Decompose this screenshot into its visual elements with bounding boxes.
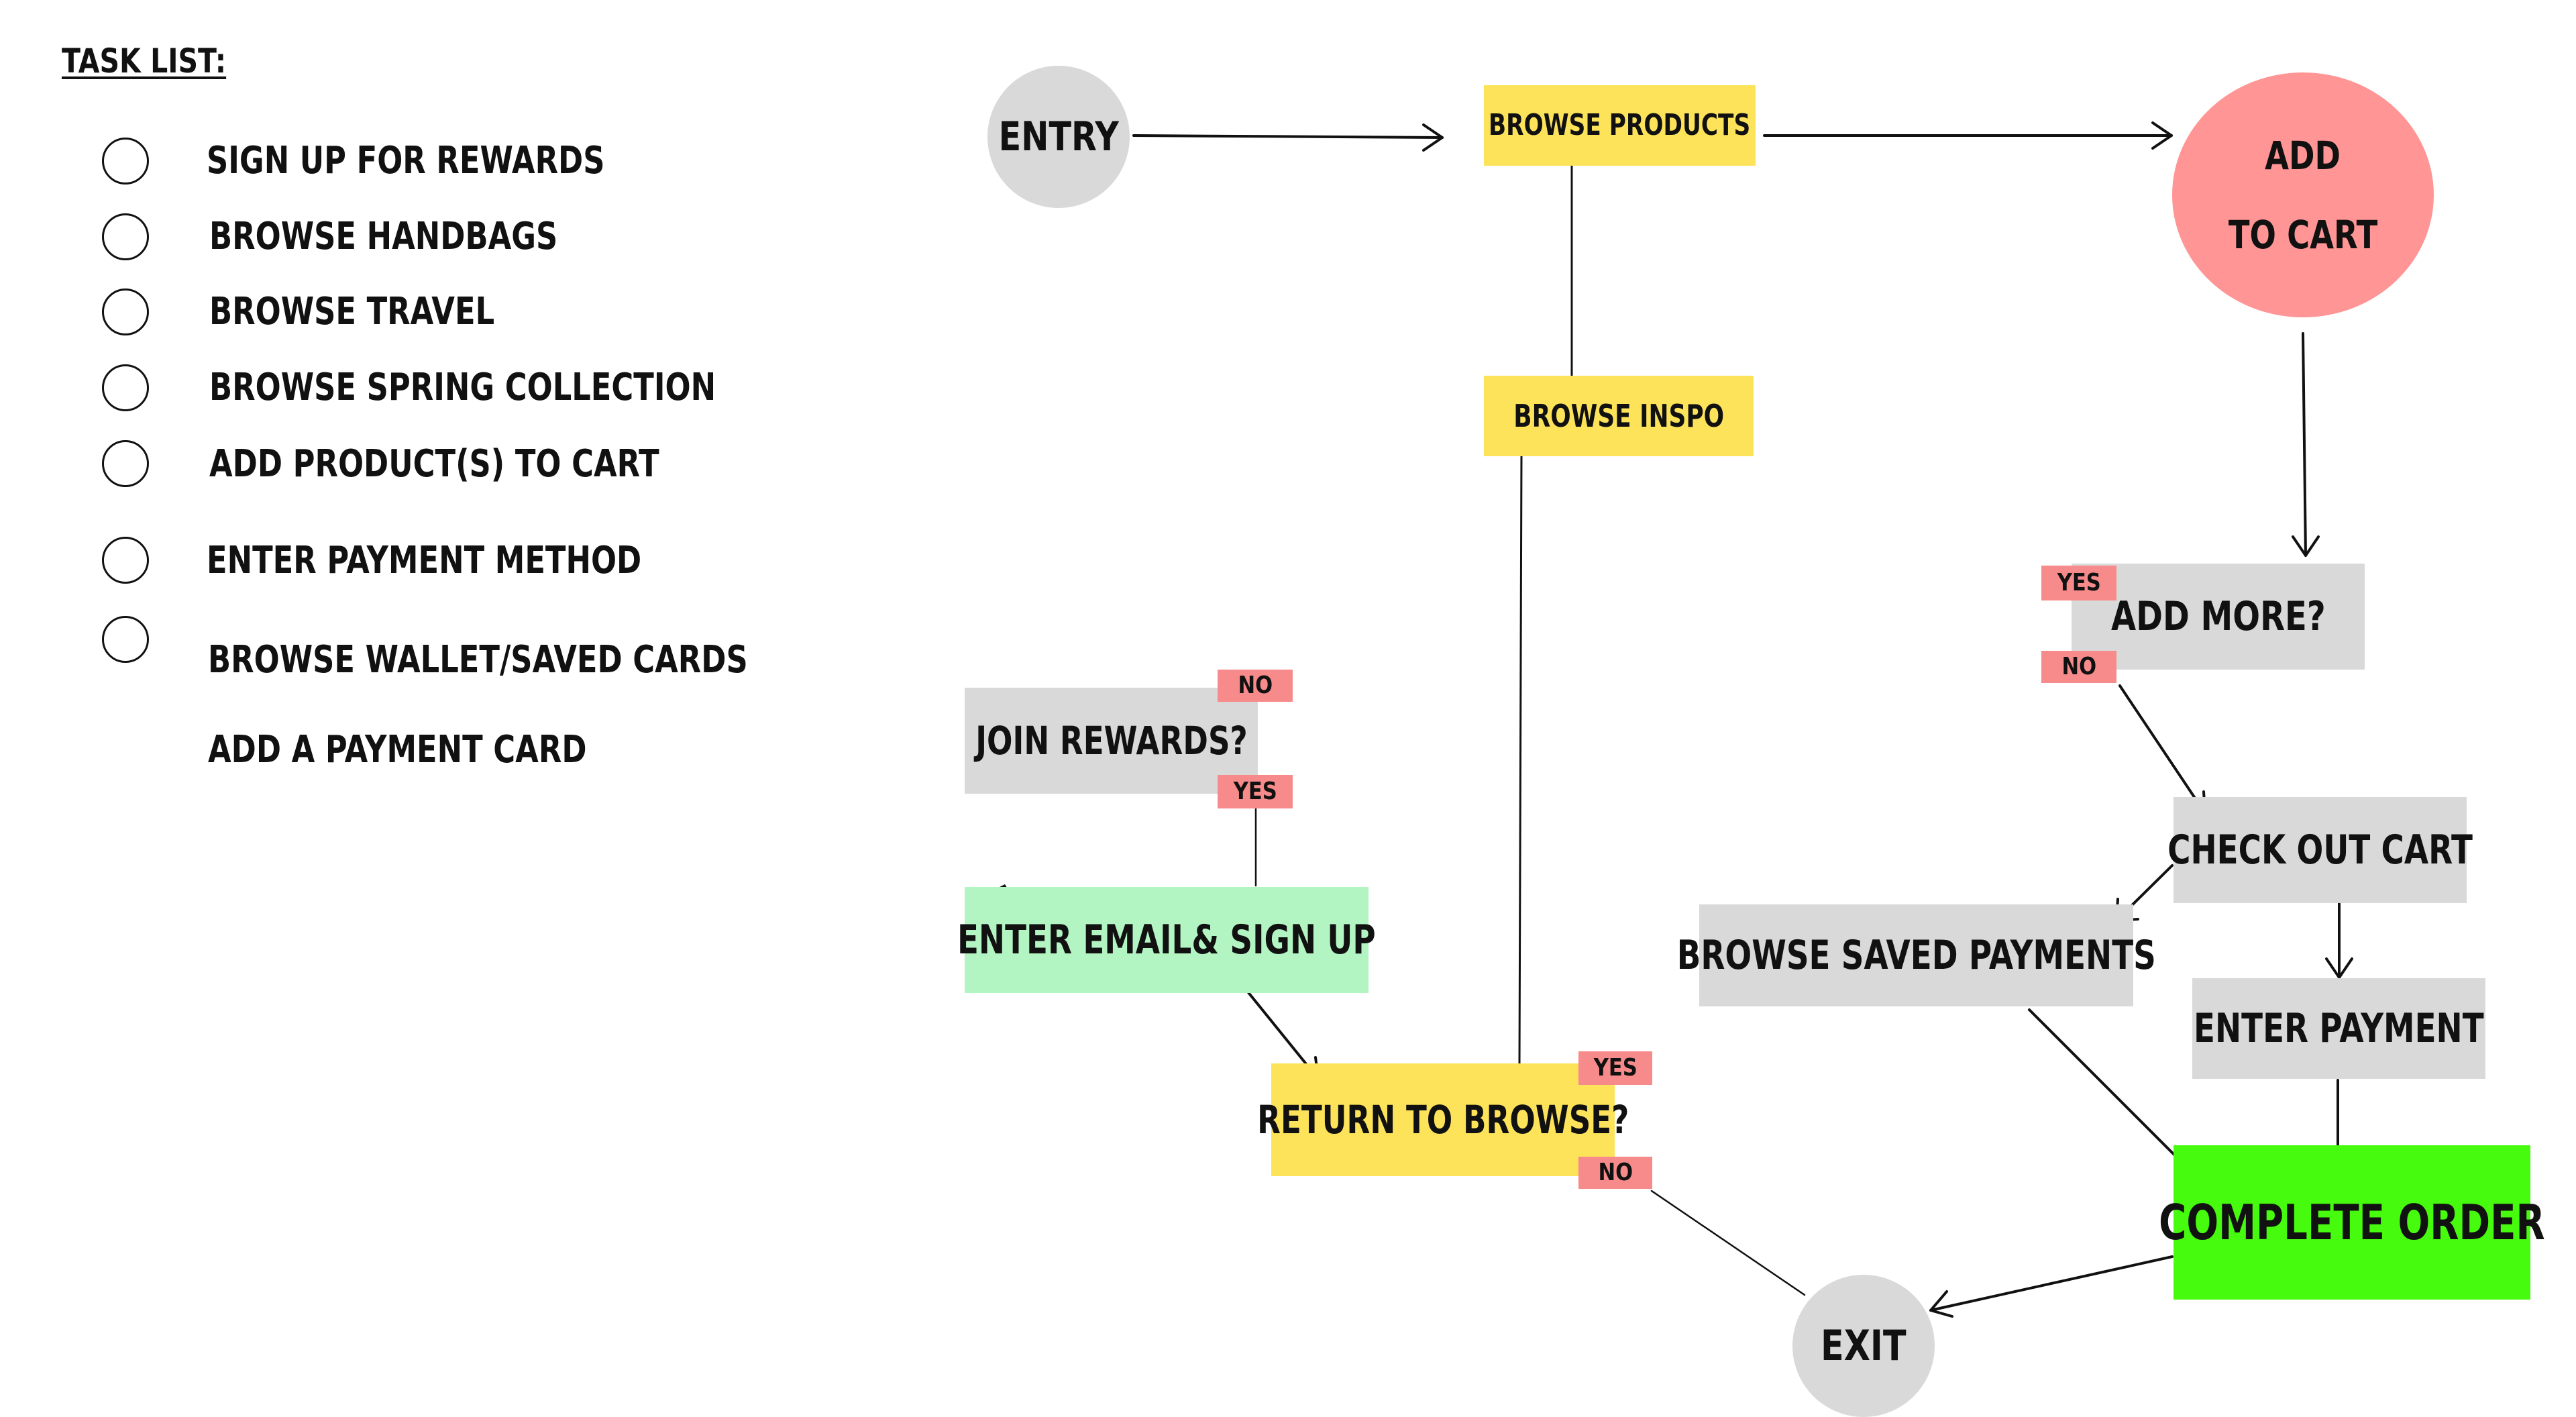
complete-order-label: COMPLETE ORDER [2159,1194,2545,1251]
add-more-node: ADD MORE? [2072,564,2365,670]
return-to-browse-yes-tag: YES [1578,1051,1652,1085]
task-item-7: BROWSE WALLET/SAVED CARDS [208,638,748,682]
task-item-4: BROWSE SPRING COLLECTION [209,366,716,409]
task-item-6: ENTER PAYMENT METHOD [207,539,642,582]
join-rewards-no-label: NO [1238,672,1273,699]
arrowhead-add-to-cart-to-add-more [2292,535,2320,557]
line-return-to-browse-to-exit [1650,1190,1806,1296]
add-more-yes-tag: YES [2041,566,2116,600]
add-to-cart-label-line2: TO CART [2228,211,2378,258]
line-browse-inspo-to-return-to-browse [1518,453,1523,1065]
add-more-label: ADD MORE? [2110,593,2326,640]
return-to-browse-node: RETURN TO BROWSE? [1257,1063,1629,1176]
task-checkbox-2[interactable] [102,213,149,260]
browse-products-label: BROWSE PRODUCTS [1489,108,1751,142]
arrow-complete-order-to-exit [1929,1255,2174,1312]
enter-payment-node: ENTER PAYMENT [2192,978,2485,1079]
return-to-browse-yes-label: YES [1593,1054,1638,1082]
exit-node: EXIT [1792,1275,1935,1417]
arrow-add-more-to-check-out [2118,684,2206,815]
task-item-8: ADD A PAYMENT CARD [208,728,587,772]
browse-inspo-node: BROWSE INSPO [1484,376,1754,456]
entry-node: ENTRY [987,66,1130,208]
task-checkbox-3[interactable] [102,288,149,335]
task-item-3: BROWSE TRAVEL [209,290,495,333]
check-out-cart-label: CHECK OUT CART [2167,827,2473,874]
add-to-cart-label-line1: ADD [2265,132,2341,178]
arrow-add-to-cart-to-add-more [2302,332,2307,557]
task-checkbox-5[interactable] [102,440,149,487]
return-to-browse-no-tag: NO [1578,1157,1652,1189]
task-item-1: SIGN UP FOR REWARDS [207,139,605,182]
browse-saved-payments-node: BROWSE SAVED PAYMENTS [1676,904,2156,1006]
task-item-5: ADD PRODUCT(S) TO CART [209,442,659,486]
add-to-cart-node: ADD TO CART [2172,72,2434,317]
join-rewards-yes-label: YES [1233,778,1277,805]
exit-label: EXIT [1821,1321,1907,1370]
return-to-browse-label: RETURN TO BROWSE? [1256,1097,1629,1143]
browse-inspo-label: BROWSE INSPO [1513,398,1724,434]
arrowhead-complete-order-to-exit [1929,1290,1953,1318]
task-checkbox-1[interactable] [102,138,149,185]
add-more-no-label: NO [2061,653,2096,680]
arrow-entry-to-browse-products [1132,134,1444,139]
add-more-yes-label: YES [2057,569,2101,596]
arrowhead-entry-to-browse-products [1422,123,1444,152]
task-checkbox-7[interactable] [102,616,149,663]
browse-products-node: BROWSE PRODUCTS [1484,85,1756,166]
join-rewards-node: JOIN REWARDS? [965,688,1258,794]
task-checkbox-4[interactable] [102,364,149,411]
join-rewards-label: JOIN REWARDS? [975,718,1248,764]
enter-payment-label: ENTER PAYMENT [2194,1005,2484,1052]
enter-email-node: ENTER EMAIL& SIGN UP [957,887,1376,993]
browse-saved-payments-label: BROWSE SAVED PAYMENTS [1676,932,2156,979]
task-list-title: TASK LIST: [62,42,227,81]
join-rewards-no-tag: NO [1218,670,1293,702]
arrowhead-browse-products-to-add-to-cart [2151,121,2173,150]
check-out-cart-node: CHECK OUT CART [2167,797,2473,903]
task-checkbox-6[interactable] [102,537,149,584]
task-item-2: BROWSE HANDBAGS [209,215,558,258]
join-rewards-yes-tag: YES [1218,775,1293,808]
return-to-browse-no-label: NO [1598,1159,1633,1186]
complete-order-node: COMPLETE ORDER [2159,1145,2545,1300]
entry-label: ENTRY [998,113,1119,160]
enter-email-label: ENTER EMAIL& SIGN UP [957,916,1376,963]
add-more-no-tag: NO [2041,651,2116,683]
arrowhead-check-out-to-enter-payment [2325,957,2353,979]
